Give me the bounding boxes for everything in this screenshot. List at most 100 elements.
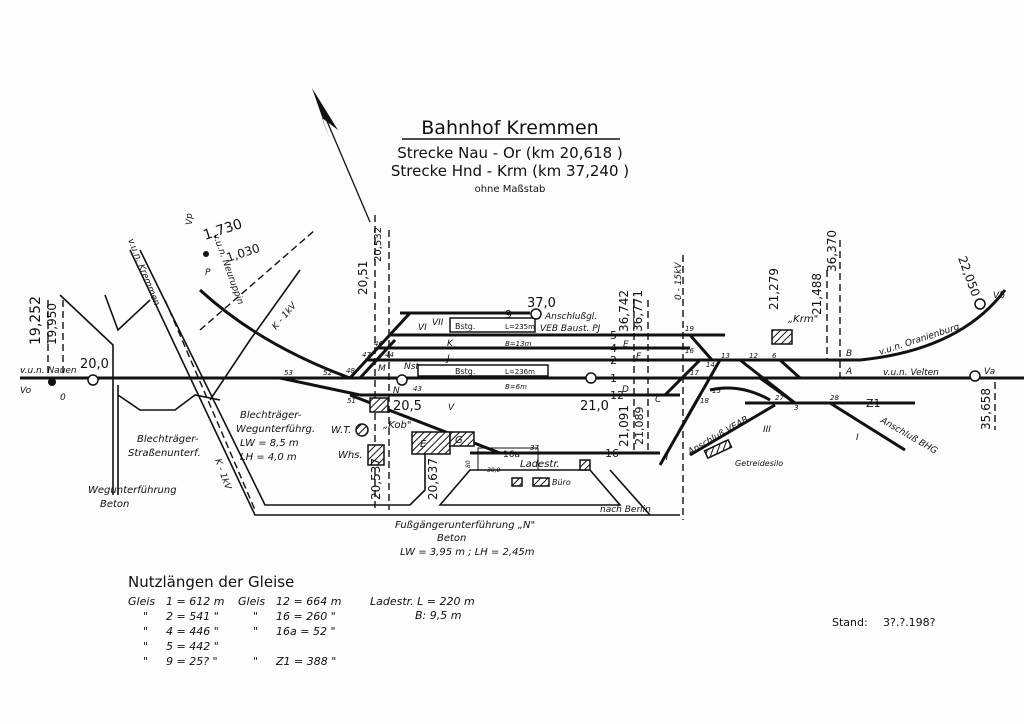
signal-label: J [445, 354, 450, 364]
signal-label: V [448, 403, 455, 413]
notes: Blechträger- Straßenunterf. Blechträger-… [88, 410, 535, 558]
km-marker: 21,091 [617, 405, 631, 447]
table-cell: Ladestr. L = 220 m [370, 595, 475, 608]
subtitle-line: Strecke Hnd - Krm (km 37,240 ) [391, 162, 629, 180]
table-cell: 9 = 25? " [166, 655, 218, 668]
note-text: Beton [100, 499, 129, 510]
km-marker: 36,370 [825, 230, 839, 272]
table-cell: Z1 = 388 " [275, 655, 336, 668]
signal-label: II [663, 453, 669, 463]
table-heading: Nutzlängen der Gleise [128, 573, 294, 591]
building-label: Whs. [338, 450, 363, 461]
table-cell: Gleis [128, 595, 155, 608]
switch-number: 6 [772, 352, 777, 360]
building-label: Getreidesilo [735, 459, 783, 468]
switch-number: 19 [685, 325, 694, 333]
title-block: Bahnhof Kremmen Strecke Nau - Or (km 20,… [391, 117, 629, 195]
track-number: 9 [505, 308, 512, 321]
switch-number: 53 [284, 369, 293, 377]
note-text: LH = 4,0 m [240, 452, 297, 463]
signal-label: Vp [185, 213, 195, 225]
signal-label: K [447, 339, 454, 349]
table-cell: 5 = 442 " [166, 640, 219, 653]
km-marker: 36,742 [617, 290, 631, 332]
switch-number: 3 [794, 404, 798, 412]
building-label: G [455, 435, 463, 446]
km-marker: 37,0 [527, 296, 556, 311]
buildings [355, 329, 793, 487]
platform-length: L=235m [505, 323, 535, 331]
track-numbers: 9 5 4 2 1 12 16 16a Z1 [503, 308, 881, 460]
note-text: Blechträger- [137, 434, 199, 445]
table-cell: Gleis [238, 595, 265, 608]
km-marker: 20,51 [356, 261, 370, 295]
track-number: Z1 [866, 397, 881, 410]
signal-label: 0 [60, 393, 66, 403]
direction-label: v.u.n. Oranienburg [878, 322, 961, 358]
switch-number: 14 [706, 361, 715, 369]
table-cell: " [253, 655, 258, 668]
track-number: 2 [610, 354, 617, 367]
note-text: LW = 8,5 m [240, 438, 299, 449]
signal-label: E [623, 340, 629, 350]
switch-number: 44 [385, 351, 394, 359]
signals: Vo 0 Vp P VI VII K J M N V E F D C B A V… [20, 213, 1005, 463]
track-number: 16a [503, 450, 520, 460]
switch-number: 43 [413, 385, 422, 393]
km-marker: 21,089 [633, 407, 646, 446]
table-cell: 2 = 541 " [166, 610, 219, 623]
direction-label: v.u.n. Kremmen [125, 237, 161, 307]
switch-number: 27 [775, 394, 784, 402]
north-arrow-icon [312, 88, 371, 223]
km-marker: 19,950 [45, 303, 59, 345]
km-marker: 35,658 [979, 388, 993, 430]
note-text: LW = 3,95 m ; LH = 2,45m [400, 547, 535, 558]
table-cell: " [143, 610, 148, 623]
platform-width: B=6m [505, 383, 527, 391]
signal-label: M [378, 364, 386, 374]
building-label: Büro [552, 478, 571, 487]
switch-number: 15 [712, 387, 721, 395]
dimension-label: 80 [465, 460, 472, 468]
switch-number: 16 [685, 347, 694, 355]
building-labels: „Kob" „Krm" W.T. Whs. E G Büro Ladestr. … [331, 314, 818, 487]
page-title: Bahnhof Kremmen [421, 117, 598, 139]
switch-number: 48 [346, 367, 355, 375]
stand-label: Stand: [832, 616, 868, 629]
track-number: 5 [610, 329, 617, 342]
table-cell: " [143, 640, 148, 653]
direction-label: Anschlußgl. [544, 312, 597, 322]
subtitle-line: Strecke Nau - Or (km 20,618 ) [397, 144, 623, 162]
platform-label: Bstg. [455, 322, 475, 331]
switch-numbers: 53 52 51 48 47 46 44 43 37 19 16 17 14 1… [284, 325, 839, 452]
table-cell: " [253, 610, 258, 623]
direction-label: VEB Baust. PJ [540, 324, 601, 334]
signal-label: Va [984, 367, 995, 377]
switch-number: 51 [347, 397, 356, 405]
track-number: 4 [610, 342, 617, 355]
switch-number: 13 [721, 352, 730, 360]
km-marker: 20,532 [373, 227, 384, 262]
track-number: 16 [605, 447, 619, 460]
table-cell: 4 = 446 " [166, 625, 219, 638]
direction-label: v.u.n. Nauen [20, 366, 77, 376]
km-marker: 21,279 [767, 268, 781, 310]
signal-label: C [655, 395, 662, 405]
km-marker: 22,050 [955, 254, 983, 298]
km-marker: 19,252 [28, 296, 44, 345]
switch-number: 47 [362, 351, 371, 359]
cable-label: 0 - 15kV [674, 262, 684, 300]
usable-lengths-table: Nutzlängen der Gleise Gleis 1 = 612 m " … [128, 573, 475, 668]
signal-label: N [393, 386, 400, 396]
signal-label: Vb [993, 291, 1005, 301]
direction-label: v.u.n. Neuruppin [210, 233, 245, 307]
note-text: Blechträger- [240, 410, 302, 421]
table-cell: 1 = 612 m [166, 595, 224, 608]
table-cell: " [143, 655, 148, 668]
track-number: 12 [610, 389, 624, 402]
note-text: Fußgängerunterführung „N" [395, 520, 535, 531]
platform-upper: Bstg. L=235m B=13m [449, 317, 536, 348]
signal-label: F [636, 352, 642, 362]
stand-date: Stand: 3?.?.198? [832, 616, 936, 629]
